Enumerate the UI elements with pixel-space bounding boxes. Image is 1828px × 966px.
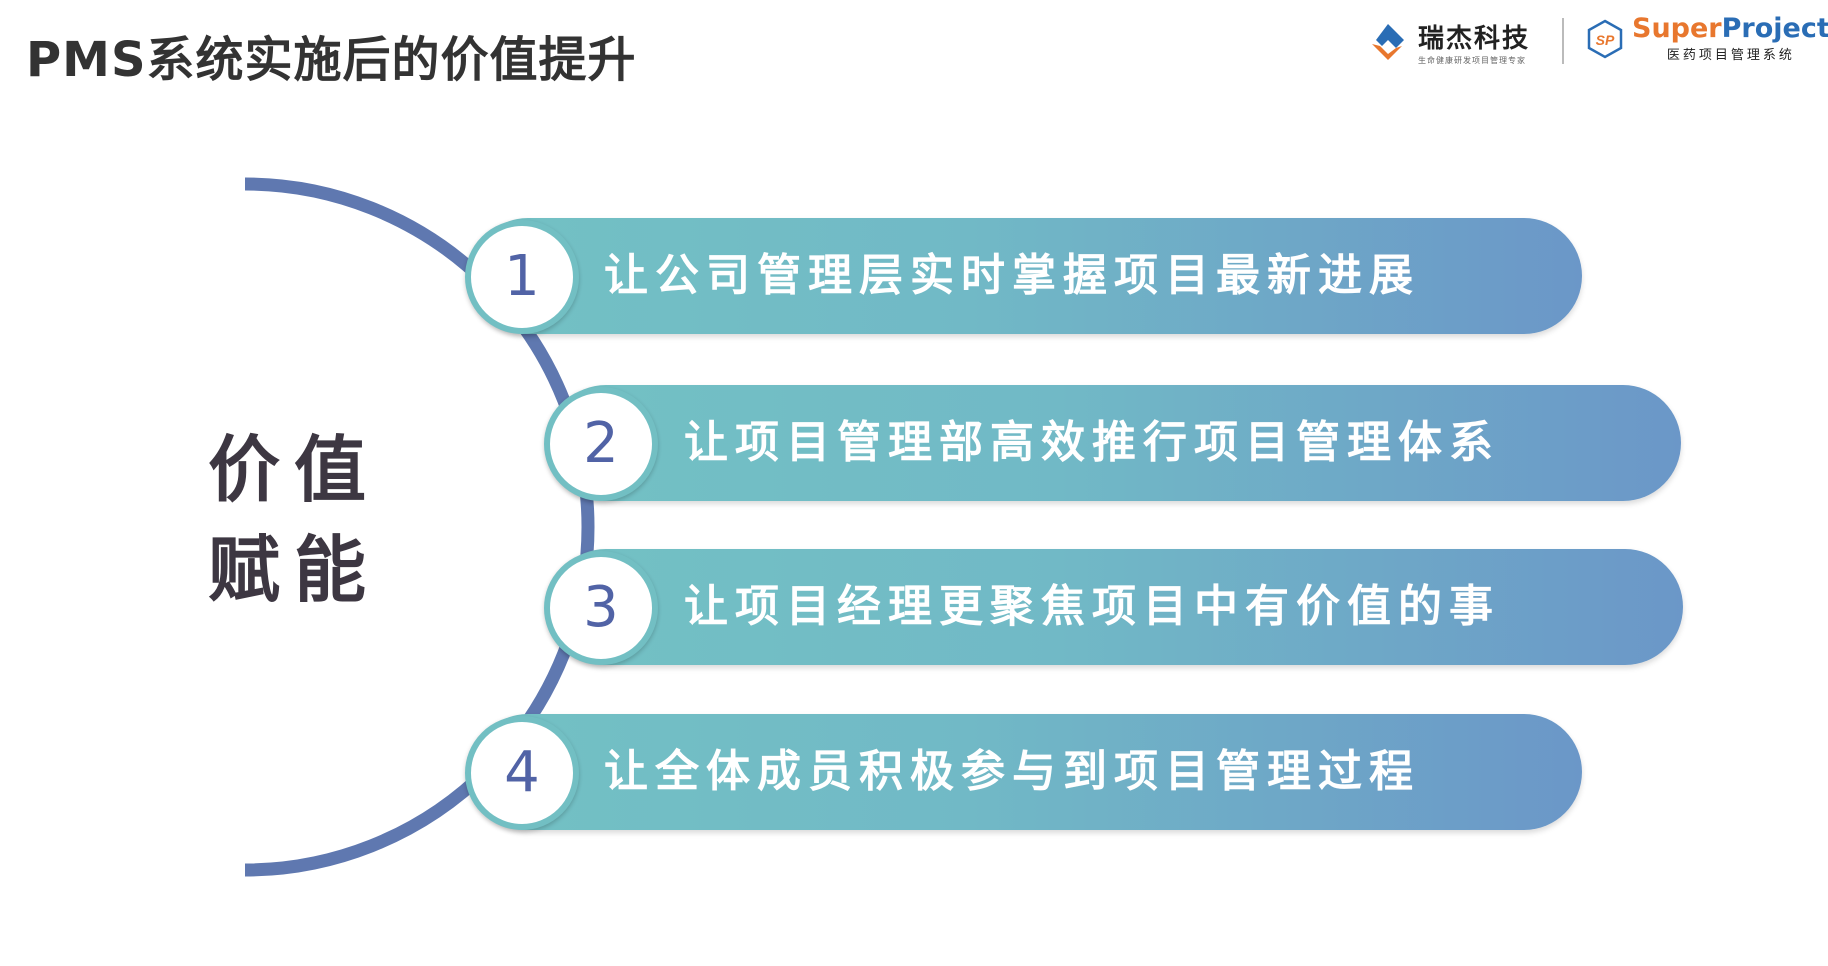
ruijie-logo-icon <box>1372 24 1404 60</box>
ruijie-tagline: 生命健康研发项目管理专家 <box>1418 56 1526 65</box>
superproject-tagline: 医药项目管理系统 <box>1666 48 1795 63</box>
side-label: 价值 赋能 <box>208 420 380 620</box>
ruijie-name: 瑞杰科技 <box>1418 24 1531 54</box>
value-item-1: 让公司管理层实时掌握项目最新进展 <box>470 218 1582 334</box>
value-item-text: 让项目经理更聚焦项目中有价值的事 <box>684 581 1500 632</box>
logo-divider <box>1562 18 1564 64</box>
number-badge-1: 1 <box>465 220 579 334</box>
side-label-line2: 赋能 <box>208 528 381 612</box>
ruijie-logo: 瑞杰科技 生命健康研发项目管理专家 <box>1368 18 1530 66</box>
brand-project: Project <box>1721 13 1828 44</box>
value-item-3: 让项目经理更聚焦项目中有价值的事 <box>548 549 1683 665</box>
side-label-line1: 价值 <box>208 428 381 512</box>
value-item-text: 让项目管理部高效推行项目管理体系 <box>684 417 1500 468</box>
svg-text:SP: SP <box>1596 32 1615 48</box>
number-badge-4: 4 <box>465 716 579 830</box>
number-badge-2: 2 <box>544 387 658 501</box>
brand-super: Super <box>1632 13 1722 44</box>
number-badge-3: 3 <box>544 551 658 665</box>
superproject-logo: SP SuperProject 医药项目管理系统 <box>1586 14 1828 63</box>
value-item-text: 让全体成员积极参与到项目管理过程 <box>604 746 1420 797</box>
superproject-hexagon-icon: SP <box>1587 19 1623 58</box>
value-item-4: 让全体成员积极参与到项目管理过程 <box>470 714 1582 830</box>
page-title: PMS系统实施后的价值提升 <box>26 32 637 88</box>
value-item-text: 让公司管理层实时掌握项目最新进展 <box>604 250 1420 301</box>
value-item-2: 让项目管理部高效推行项目管理体系 <box>548 385 1681 501</box>
